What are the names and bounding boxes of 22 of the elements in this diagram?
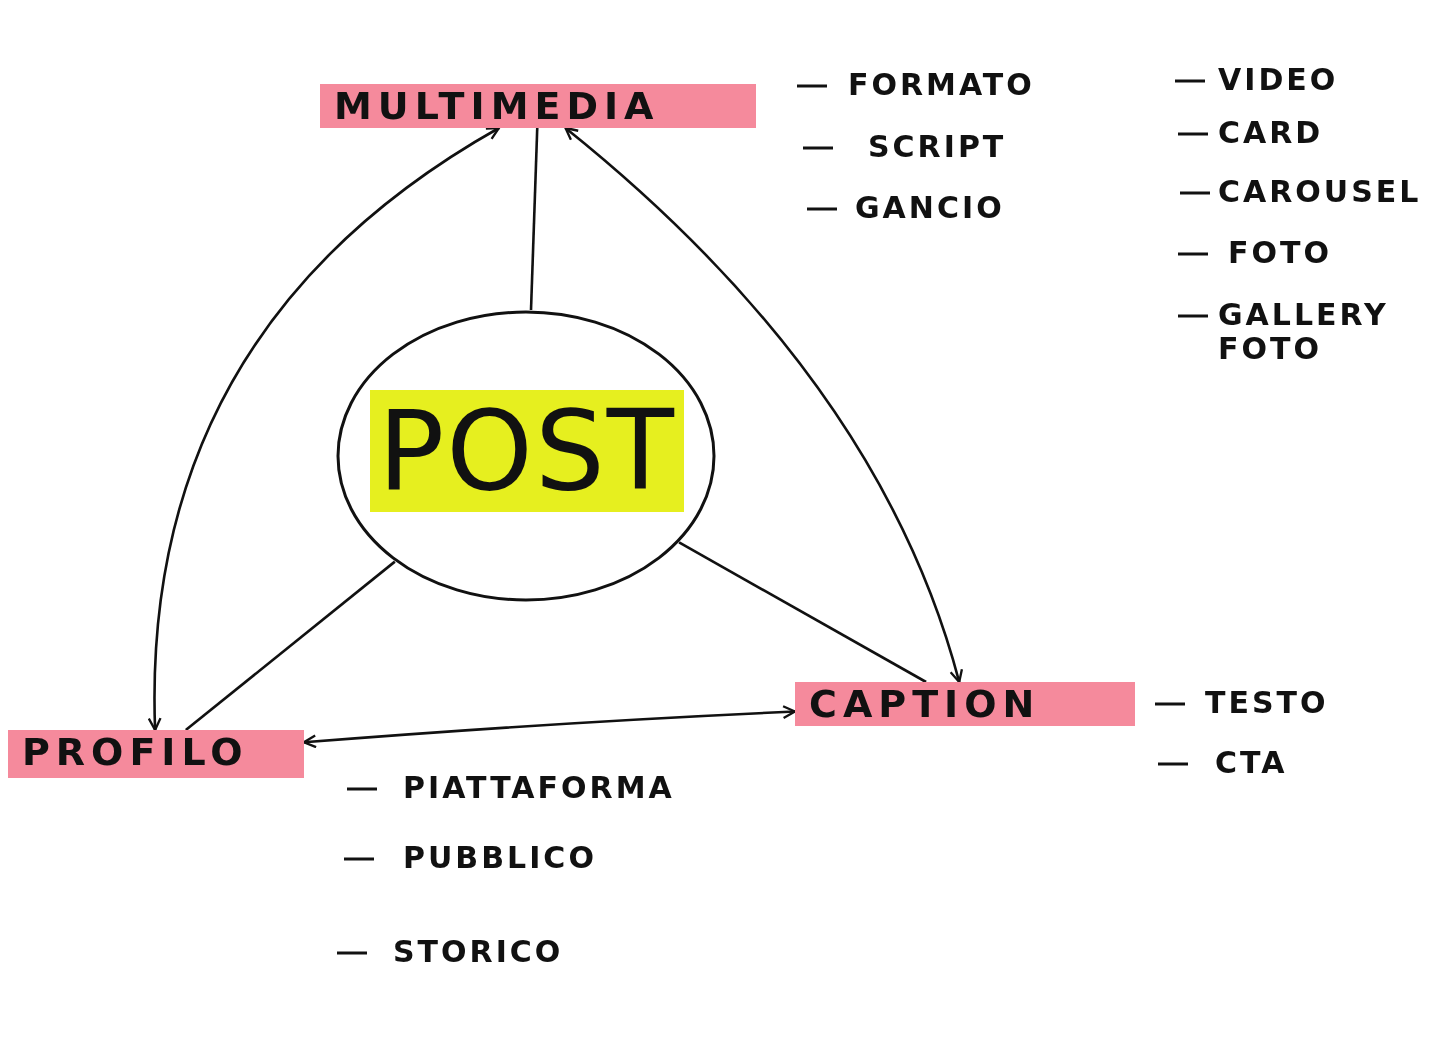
list-item-text: GANCIO (855, 191, 1005, 225)
list-item-text: STORICO (393, 935, 564, 969)
curved-double-arrow (148, 126, 501, 732)
list-item-text: CAROUSEL (1218, 175, 1422, 209)
highlighted-heading: MULTIMEDIA (320, 84, 756, 128)
highlighted-title: POST (370, 390, 684, 512)
highlighted-heading: PROFILO (8, 730, 304, 778)
list-item-text: FOTO (1228, 236, 1332, 270)
connector-line (678, 541, 927, 684)
list-item-text: CARD (1218, 116, 1324, 150)
list-item-text: FORMATO (848, 68, 1035, 102)
list-item-text: VIDEO (1218, 63, 1339, 97)
list-item-text: TESTO (1205, 686, 1329, 720)
curved-double-arrow (564, 126, 963, 684)
list-item-text: PUBBLICO (403, 841, 597, 875)
list-item-text: GALLERY FOTO (1218, 298, 1390, 366)
list-item-text: CTA (1215, 746, 1288, 780)
list-item-text: PIATTAFORMA (403, 771, 675, 805)
list-item-text: SCRIPT (868, 130, 1007, 164)
connector-line (529, 127, 539, 311)
highlighted-heading: CAPTION (795, 682, 1135, 726)
connector-line (185, 560, 396, 731)
